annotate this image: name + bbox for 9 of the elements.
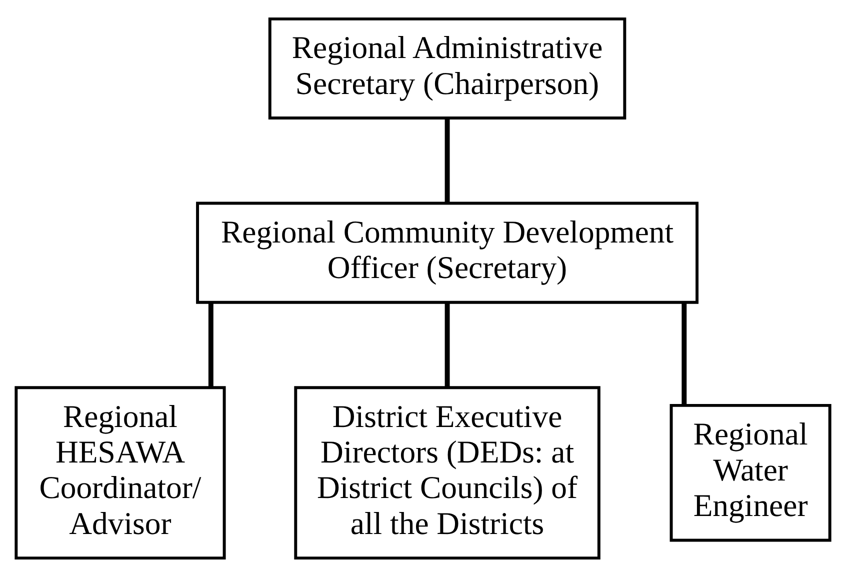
connector bbox=[682, 302, 687, 405]
connector bbox=[208, 302, 214, 387]
node-box: Regional Administrative Secretary (Chairperson) bbox=[268, 17, 626, 120]
connector bbox=[444, 118, 450, 204]
node-box: District Executive Directors (DEDs: at District Councils) of all the Districts bbox=[294, 386, 600, 560]
node-box: Regional HESAWA Coordinator/ Advisor bbox=[14, 386, 226, 560]
connector bbox=[444, 302, 450, 387]
node-box: Regional Water Engineer bbox=[670, 404, 832, 542]
node-box: Regional Community Development Officer (Secretary) bbox=[196, 202, 699, 304]
